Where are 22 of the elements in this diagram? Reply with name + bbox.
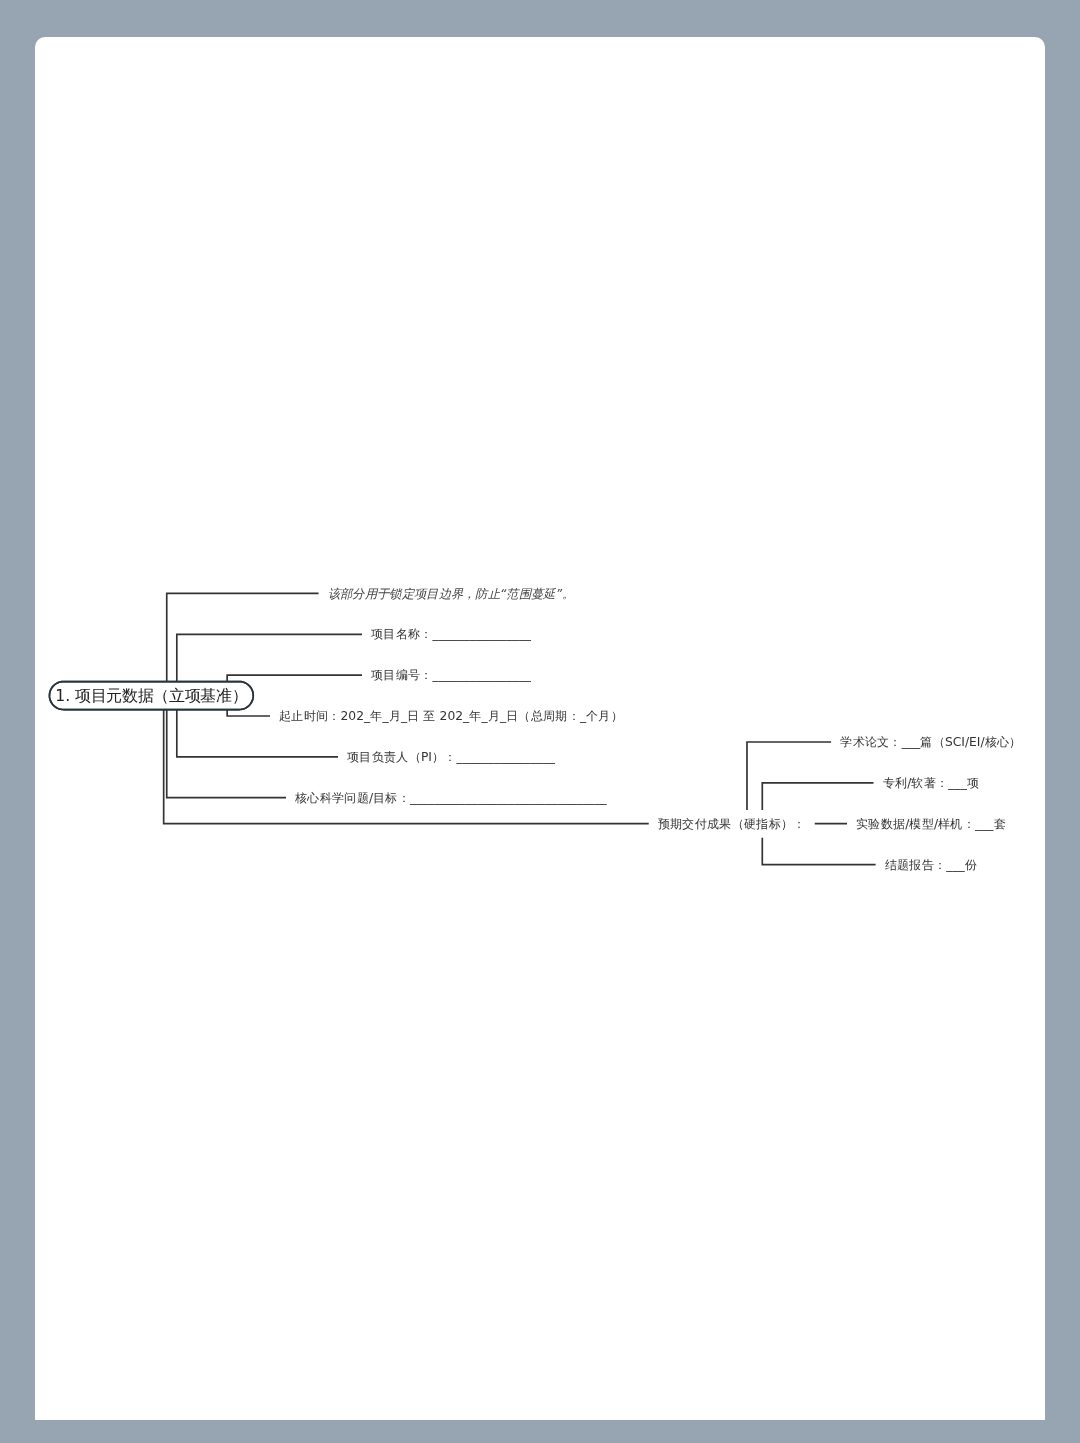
node-text: 预期交付成果（硬指标）： (657, 816, 806, 831)
node-text: 项目名称：________________ (371, 626, 532, 641)
node-text: 起止时间：202_年_月_日 至 202_年_月_日（总周期：_个月） (278, 708, 624, 723)
connector (761, 781, 875, 811)
connector (813, 822, 848, 825)
node-text: 实验数据/模型/样机：___套 (855, 816, 1006, 831)
node-text: 学术论文：___篇（SCI/EI/核心） (840, 734, 1022, 749)
connector (165, 708, 287, 799)
connector (165, 592, 320, 683)
connector (761, 836, 877, 865)
node-text: 该部分用于锁定项目边界，防止“范围蔓延”。 (327, 585, 575, 600)
node-text: 专利/软著：___项 (882, 775, 980, 790)
node-text: 结题报告：___份 (884, 857, 978, 872)
connector (175, 708, 339, 758)
connector (162, 708, 650, 825)
node-text: 项目编号：________________ (371, 667, 532, 682)
connector (226, 708, 271, 717)
connector (175, 632, 363, 683)
node-text: 项目负责人（PI）：________________ (347, 749, 556, 764)
node-text: 核心科学问题/目标：________________________________ (295, 790, 608, 805)
connector (226, 673, 363, 683)
connector (746, 740, 833, 811)
